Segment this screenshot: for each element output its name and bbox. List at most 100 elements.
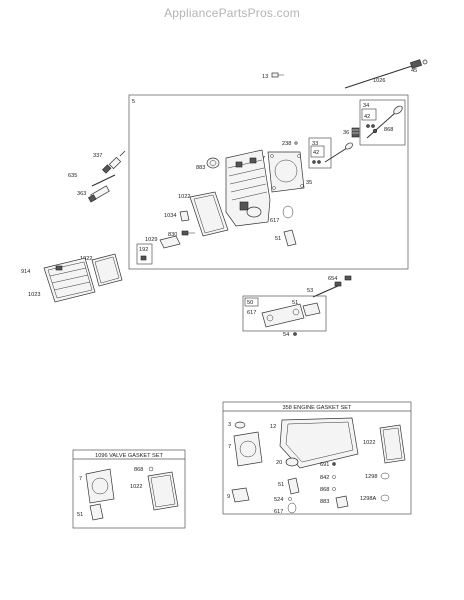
group-50-intake-manifold-kit[interactable] — [242, 295, 327, 332]
engine-set-callout-617: 617 — [274, 509, 283, 515]
engine-set-o-ring-617[interactable] — [287, 502, 297, 514]
engine-set-part-3[interactable] — [234, 421, 246, 429]
callout-33: 33 — [312, 141, 318, 147]
part-337-spark-plug[interactable] — [102, 150, 126, 174]
callout-35: 35 — [306, 180, 312, 186]
callout-1034: 1034 — [164, 213, 176, 219]
callout-1022-a: 1022 — [178, 194, 190, 200]
part-238-pin[interactable] — [294, 141, 298, 145]
callout-51-b: 51 — [292, 300, 298, 306]
part-635-terminal[interactable] — [91, 174, 116, 187]
valve-gasket-set-title: 1096 VALVE GASKET SET — [95, 453, 163, 459]
valve-gasket-set-box — [72, 449, 186, 529]
callout-42-b: 42 — [313, 150, 319, 156]
engine-set-callout-868: 868 — [320, 487, 329, 493]
callout-1026: 1026 — [373, 78, 385, 84]
valve-set-cover-gasket[interactable] — [147, 471, 179, 511]
engine-set-part-691[interactable] — [332, 462, 336, 466]
valve-set-callout-7: 7 — [79, 476, 82, 482]
part-7-head-gasket[interactable] — [267, 151, 305, 193]
callout-50: 50 — [247, 300, 253, 306]
engine-set-part-842[interactable] — [332, 475, 336, 479]
engine-set-callout-691: 691 — [320, 462, 329, 468]
callout-51-a: 51 — [275, 236, 281, 242]
engine-set-callout-7: 7 — [228, 444, 231, 450]
part-1022-valve-cover-gasket[interactable] — [189, 191, 229, 237]
engine-set-callout-51: 51 — [278, 482, 284, 488]
engine-set-head-gasket[interactable] — [233, 431, 263, 467]
callout-617-b: 617 — [247, 310, 256, 316]
part-51-gasket[interactable] — [283, 229, 297, 247]
callout-54: 54 — [283, 332, 289, 338]
callout-1029: 1029 — [145, 237, 157, 243]
watermark: AppliancePartsPros.com — [164, 6, 300, 20]
part-363-spark-plug-boot[interactable] — [87, 185, 110, 203]
valve-set-868-ring[interactable] — [148, 466, 154, 472]
part-53-stud[interactable] — [312, 281, 342, 298]
part-1026-dipstick-tube[interactable] — [344, 59, 428, 89]
part-617-o-ring[interactable] — [282, 205, 294, 219]
engine-set-callout-1022: 1022 — [363, 440, 375, 446]
group-34-exhaust-valve[interactable] — [359, 99, 406, 146]
part-1034-plate[interactable] — [179, 210, 190, 222]
callout-1023: 1023 — [28, 292, 40, 298]
engine-gasket-set-box — [222, 401, 412, 515]
part-654-screw[interactable] — [344, 275, 352, 281]
valve-set-small-gasket[interactable] — [89, 503, 104, 521]
valve-set-head-gasket[interactable] — [85, 468, 115, 504]
callout-363: 363 — [77, 191, 86, 197]
engine-set-callout-842: 842 — [320, 475, 329, 481]
part-36-valve-spring[interactable] — [351, 127, 360, 138]
engine-set-callout-20: 20 — [276, 460, 282, 466]
callout-914: 914 — [21, 269, 30, 275]
engine-set-callout-883: 883 — [320, 499, 329, 505]
callout-34: 34 — [363, 103, 369, 109]
engine-set-callout-9: 9 — [227, 494, 230, 500]
callout-654: 654 — [328, 276, 337, 282]
part-1022-cover-gasket-left[interactable] — [91, 253, 123, 287]
callout-53: 53 — [307, 288, 313, 294]
engine-set-callout-1298a: 1298A — [360, 496, 376, 502]
engine-set-callout-3: 3 — [228, 422, 231, 428]
callout-192: 192 — [139, 247, 148, 253]
group-33-intake-valve[interactable] — [308, 137, 354, 169]
engine-set-base-gasket[interactable] — [279, 417, 359, 469]
part-830-screw[interactable] — [181, 230, 195, 236]
engine-set-callout-12: 12 — [270, 424, 276, 430]
part-1023-valve-cover[interactable] — [43, 257, 96, 303]
engine-set-part-868[interactable] — [332, 487, 336, 491]
callout-13: 13 — [262, 74, 268, 80]
engine-set-ring-1298[interactable] — [380, 472, 390, 480]
engine-set-gasket-883[interactable] — [335, 495, 349, 509]
callout-635: 635 — [68, 173, 77, 179]
part-54-nut[interactable] — [293, 332, 297, 336]
valve-set-callout-1022: 1022 — [130, 484, 142, 490]
callout-238: 238 — [282, 141, 291, 147]
cylinder-head-assembly-frame — [128, 94, 409, 270]
part-883-breather-tube[interactable] — [206, 157, 220, 169]
part-13-bolt[interactable] — [271, 72, 284, 78]
engine-set-callout-524: 524 — [274, 497, 283, 503]
engine-set-gasket-9[interactable] — [231, 487, 250, 503]
engine-set-cover-gasket[interactable] — [379, 424, 406, 464]
callout-42: 42 — [364, 114, 370, 120]
valve-set-callout-868: 868 — [134, 467, 143, 473]
engine-set-part-524[interactable] — [288, 497, 292, 501]
callout-883: 883 — [196, 165, 205, 171]
callout-45: 45 — [411, 68, 417, 74]
valve-set-callout-51: 51 — [77, 512, 83, 518]
cylinder-head-block[interactable] — [225, 149, 271, 227]
callout-1022-b: 1022 — [80, 256, 92, 262]
part-1029-bracket[interactable] — [159, 235, 181, 249]
engine-set-seal-20[interactable] — [285, 457, 299, 467]
group-192[interactable] — [136, 243, 153, 265]
callout-36: 36 — [343, 130, 349, 136]
engine-set-ring-1298a[interactable] — [380, 494, 390, 502]
engine-set-callout-1298: 1298 — [365, 474, 377, 480]
engine-gasket-set-title: 358 ENGINE GASKET SET — [283, 405, 352, 411]
engine-set-gasket-51[interactable] — [287, 477, 300, 495]
callout-830: 830 — [168, 232, 177, 238]
callout-337: 337 — [93, 153, 102, 159]
callout-868-a: 868 — [384, 127, 393, 133]
